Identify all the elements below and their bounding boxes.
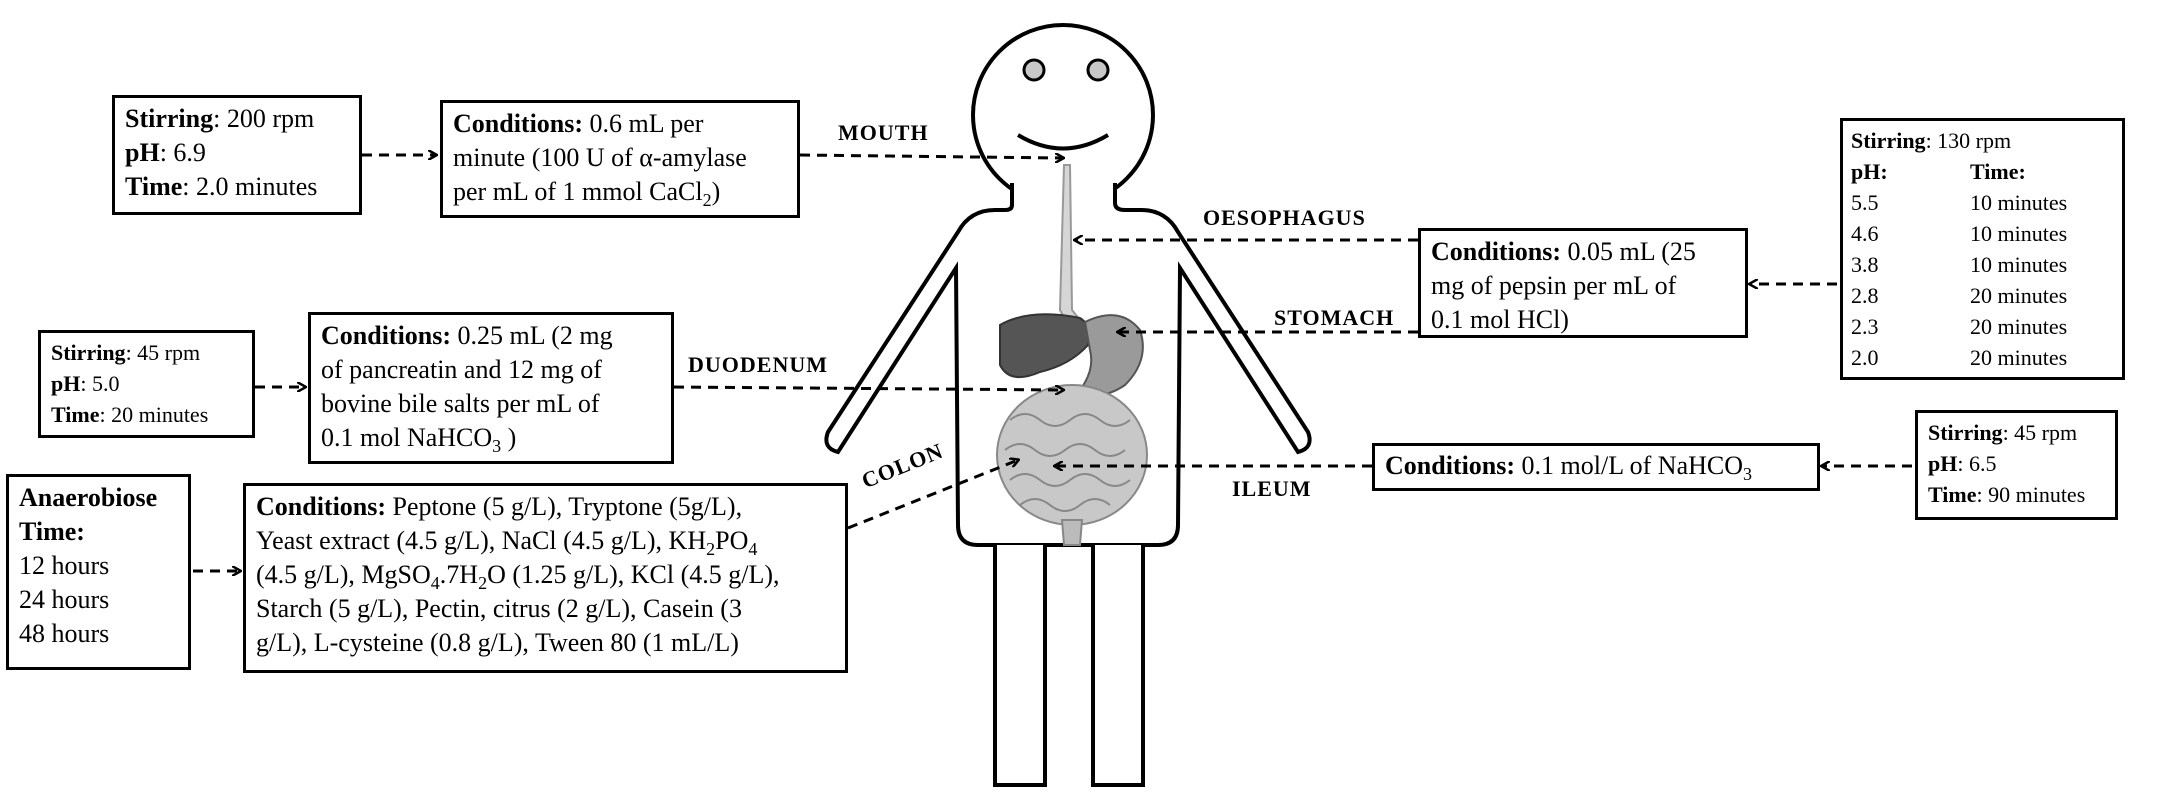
conditions-line3: per mL of 1 mmol CaCl — [453, 177, 703, 206]
conditions-sub: 3 — [1743, 464, 1752, 484]
duodenum-params-box: Stirring: 45 rpm pH: 5.0 Time: 20 minute… — [38, 330, 255, 438]
rectum — [1062, 520, 1082, 545]
conditions-label: Conditions: — [256, 492, 386, 521]
time-label: Time: — [19, 517, 85, 546]
label-oesophagus: OESOPHAGUS — [1203, 205, 1366, 231]
right-eye — [1088, 60, 1108, 80]
label-stomach: STOMACH — [1274, 305, 1394, 331]
ph-value: : 5.0 — [80, 371, 119, 396]
label-duodenum: DUODENUM — [688, 352, 828, 378]
ph-value: : 6.5 — [1957, 451, 1996, 476]
conditions-sub: 4 — [748, 539, 757, 559]
conditions-line2: Yeast extract (4.5 g/L), NaCl (4.5 g/L),… — [256, 526, 706, 555]
mouth-params-box: Stirring: 200 rpm pH: 6.9 Time: 2.0 minu… — [112, 95, 362, 215]
time-value: 20 minutes — [1970, 342, 2067, 373]
left-leg — [995, 545, 1045, 785]
ph-value: 2.3 — [1851, 311, 1970, 342]
conditions-line2: minute (100 U of α-amylase — [453, 141, 787, 175]
time-value: : 20 minutes — [99, 402, 208, 427]
duodenum-conditions-box: Conditions: 0.25 mL (2 mg of pancreatin … — [308, 312, 674, 464]
time-value: 20 minutes — [1970, 280, 2067, 311]
mouth-conditions-box: Conditions: 0.6 mL per minute (100 U of … — [440, 100, 800, 218]
time-header: Time: — [1970, 156, 2026, 187]
conditions-line4: Starch (5 g/L), Pectin, citrus (2 g/L), … — [256, 592, 835, 626]
stirring-label: Stirring — [125, 104, 213, 133]
conditions-label: Conditions: — [453, 109, 583, 138]
time-label: Time — [1928, 482, 1976, 507]
left-eye — [1024, 60, 1044, 80]
ph-value: 2.8 — [1851, 280, 1970, 311]
conditions-line5: g/L), L-cysteine (0.8 g/L), Tween 80 (1 … — [256, 626, 835, 660]
stirring-value: : 130 rpm — [1926, 128, 2012, 153]
conditions-line3-end: ) — [712, 177, 721, 206]
time-value: 48 hours — [19, 617, 178, 651]
ph-value: 2.0 — [1851, 342, 1970, 373]
ph-header: pH: — [1851, 156, 1970, 187]
time-value: 10 minutes — [1970, 218, 2067, 249]
time-label: Time — [51, 402, 99, 427]
stirring-label: Stirring — [51, 340, 126, 365]
conditions-line3: (4.5 g/L), MgSO — [256, 560, 431, 589]
conditions-line2: of pancreatin and 12 mg of — [321, 353, 661, 387]
conditions-line1: Peptone (5 g/L), Tryptone (5g/L), — [393, 492, 743, 521]
stirring-label: Stirring — [1851, 128, 1926, 153]
time-value: 24 hours — [19, 583, 178, 617]
stirring-value: : 200 rpm — [213, 104, 314, 133]
time-value: : 2.0 minutes — [182, 172, 317, 201]
ph-value: 5.5 — [1851, 187, 1970, 218]
time-value: 20 minutes — [1970, 311, 2067, 342]
conditions-sub: 4 — [431, 573, 440, 593]
colon-conditions-box: Conditions: Peptone (5 g/L), Tryptone (5… — [243, 483, 848, 673]
ph-label: pH — [1928, 451, 1957, 476]
conditions-line4: 0.1 mol NaHCO — [321, 423, 492, 452]
stirring-value: : 45 rpm — [2003, 420, 2078, 445]
conditions-line3-end: O (1.25 g/L), KCl (4.5 g/L), — [487, 560, 779, 589]
conditions-line3: bovine bile salts per mL of — [321, 387, 661, 421]
time-label: Time — [125, 172, 182, 201]
conditions-line1: 0.6 mL per — [590, 109, 704, 138]
ph-value: : 6.9 — [160, 138, 206, 167]
conditions-label: Conditions: — [321, 321, 451, 350]
ph-value: 4.6 — [1851, 218, 1970, 249]
ph-value: 3.8 — [1851, 249, 1970, 280]
stirring-value: : 45 rpm — [126, 340, 201, 365]
label-mouth: MOUTH — [838, 120, 929, 146]
conditions-sub: 2 — [478, 573, 487, 593]
ph-label: pH — [51, 371, 80, 396]
time-value: 10 minutes — [1970, 187, 2067, 218]
conditions-sub: 2 — [703, 190, 712, 210]
colon-params-box: Anaerobiose Time: 12 hours 24 hours 48 h… — [6, 474, 191, 670]
conditions-sub: 3 — [492, 436, 501, 456]
conditions-sub: 2 — [706, 539, 715, 559]
ileum-conditions-box: Conditions: 0.1 mol/L of NaHCO3 — [1372, 443, 1820, 491]
conditions-line1: 0.25 mL (2 mg — [458, 321, 613, 350]
conditions-label: Conditions: — [1431, 237, 1561, 266]
conditions-label: Conditions: — [1385, 451, 1515, 480]
stomach-conditions-box: Conditions: 0.05 mL (25 mg of pepsin per… — [1418, 228, 1748, 338]
conditions-text: 0.1 mol/L of NaHCO — [1522, 451, 1743, 480]
label-ileum: ILEUM — [1232, 476, 1312, 502]
time-value: 12 hours — [19, 549, 178, 583]
stirring-label: Stirring — [1928, 420, 2003, 445]
intestines — [997, 385, 1147, 525]
anaerobiose-title: Anaerobiose — [19, 483, 157, 512]
right-leg — [1093, 545, 1143, 785]
conditions-line3-mid: .7H — [440, 560, 478, 589]
ileum-params-box: Stirring: 45 rpm pH: 6.5 Time: 90 minute… — [1915, 410, 2118, 520]
time-value: 10 minutes — [1970, 249, 2067, 280]
time-value: : 90 minutes — [1976, 482, 2085, 507]
conditions-line4-end: ) — [501, 423, 516, 452]
ph-label: pH — [125, 138, 160, 167]
conditions-line2: mg of pepsin per mL of — [1431, 269, 1735, 303]
conditions-line2-mid: PO — [715, 526, 748, 555]
conditions-line1: 0.05 mL (25 — [1568, 237, 1696, 266]
conditions-line3: 0.1 mol HCl) — [1431, 303, 1735, 337]
